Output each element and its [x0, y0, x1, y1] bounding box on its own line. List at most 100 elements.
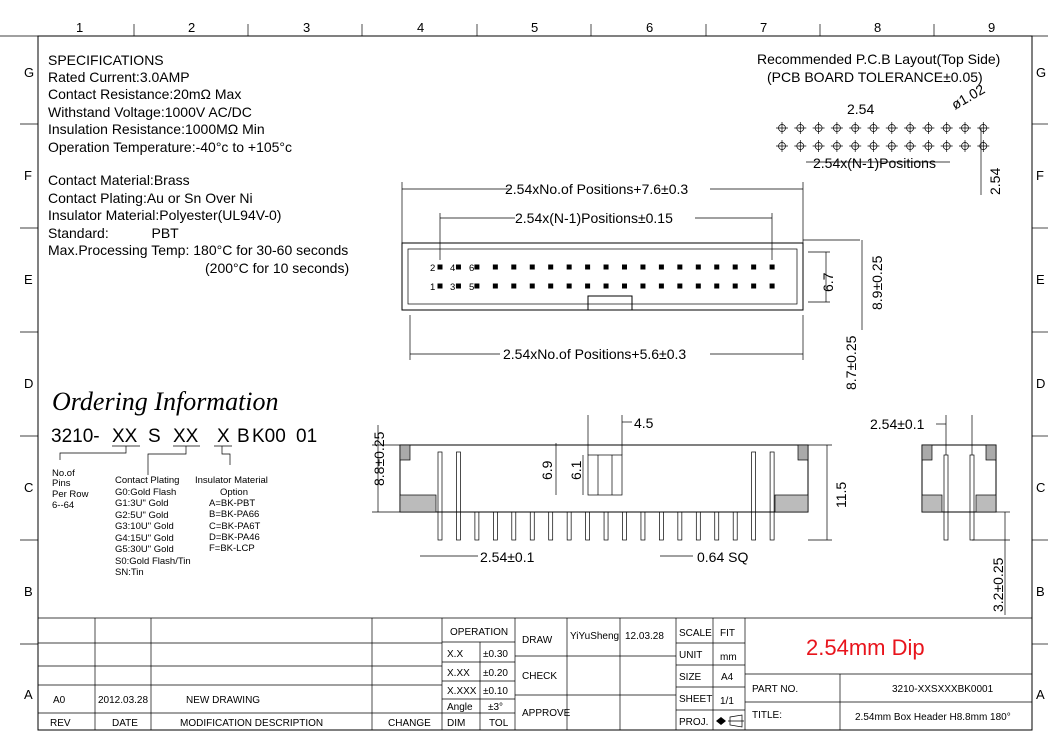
col-label: 3: [303, 20, 310, 35]
draw-date: 12.03.28: [625, 631, 664, 642]
specifications: SPECIFICATIONS Rated Current:3.0AMP Cont…: [48, 52, 349, 276]
pin-tail: [695, 511, 701, 541]
pcb-hole-icon: [794, 140, 807, 152]
pin-square: [548, 264, 554, 270]
pcb-hole-icon: [830, 140, 843, 152]
dim-4-5: 4.5: [634, 415, 654, 431]
pin-square: [677, 264, 683, 270]
pcb-hole-icon: [776, 122, 788, 134]
dim-overall-length: 2.54xNo.of Positions+7.6±0.3: [505, 181, 688, 197]
ordering-information: Ordering Information 3210- XX S XX X B K…: [51, 387, 317, 578]
plating-option: G3:10U" Gold: [115, 521, 174, 532]
row-label: A: [1036, 687, 1045, 702]
tolerance-dim: Angle: [447, 702, 473, 713]
col-label: 4: [417, 20, 424, 35]
plating-option: G0:Gold Flash: [115, 487, 176, 498]
pcb-hole-icon: [830, 122, 843, 134]
row-label: E: [1036, 272, 1045, 287]
col-label: 7: [760, 20, 767, 35]
pin-square: [751, 283, 757, 289]
pin-square: [640, 283, 646, 289]
title-value: 2.54mm Box Header H8.8mm 180°: [855, 712, 1011, 723]
row-label: A: [24, 687, 33, 702]
pcb-hole-icon: [922, 140, 935, 152]
pin-square: [603, 283, 609, 289]
row-label: E: [24, 272, 33, 287]
pcb-tolerance: (PCB BOARD TOLERANCE±0.05): [767, 69, 983, 85]
pin-square: [437, 283, 443, 289]
pin-tail: [585, 511, 590, 541]
pcb-hole-icon: [867, 122, 880, 134]
rev-header: REV: [50, 718, 71, 729]
material-line: Standard: PBT: [48, 225, 179, 241]
desc-header: MODIFICATION DESCRIPTION: [180, 718, 323, 729]
pin-square: [769, 283, 775, 289]
col-label: 9: [988, 20, 995, 35]
pcb-hole-icon: [977, 122, 990, 134]
pcb-hole-icon: [904, 140, 917, 152]
pin-tail: [529, 511, 535, 541]
spec-line: Operation Temperature:-40°c to +105°c: [48, 139, 292, 155]
pin-square: [585, 264, 591, 270]
side-view: 2.54±0.1 3.2±0.25: [870, 415, 1010, 615]
pcb-hole: ø1.02: [949, 81, 988, 113]
pcb-hole-icon: [812, 140, 825, 152]
pcb-hole-icon: [885, 122, 898, 134]
pin-tail: [714, 511, 720, 541]
pcb-hole-icon: [940, 122, 953, 134]
scale-label: SCALE: [679, 628, 712, 639]
tolerance-dim: X.XX: [447, 668, 470, 679]
title-label: TITLE:: [752, 710, 782, 721]
pin-tail: [548, 511, 554, 541]
dim-pin-span: 2.54x(N-1)Positions±0.15: [515, 210, 673, 226]
row-label: C: [1036, 480, 1045, 495]
approve-label: APPROVE: [522, 708, 571, 719]
operation-label: OPERATION: [450, 627, 508, 638]
pin-tail: [622, 511, 627, 541]
spec-line: Contact Resistance:20mΩ Max: [48, 86, 241, 102]
pin-square: [566, 283, 572, 289]
plating-option: G5:30U" Gold: [115, 544, 174, 555]
dim-pin-square: 0.64 SQ: [697, 549, 748, 565]
code-part: S: [148, 426, 161, 447]
pcb-hole-icon: [794, 122, 807, 134]
col-label: 6: [646, 20, 653, 35]
pin-tail: [659, 511, 664, 541]
material-line: Insulator Material:Polyester(UL94V-0): [48, 207, 281, 223]
pin-tail: [474, 511, 480, 541]
dim-front-pitch: 2.54±0.1: [480, 549, 535, 565]
pin-tail: [603, 511, 609, 541]
tolerance-value: ±0.30: [483, 649, 508, 660]
tolerance-dim: X.X: [447, 649, 463, 660]
col-label: 5: [531, 20, 538, 35]
pin: [751, 451, 757, 541]
unit-value: mm: [720, 652, 737, 663]
pin-tail: [640, 511, 646, 541]
spec-line: Insulation Resistance:1000MΩ Min: [48, 121, 265, 137]
pin-tail: [732, 511, 738, 541]
pin-square: [511, 264, 517, 270]
sheet-label: SHEET: [679, 694, 712, 705]
draw-label: DRAW: [522, 635, 553, 646]
tol-header: TOL: [489, 718, 509, 729]
pins-label: 6--64: [52, 500, 74, 511]
pin-square: [548, 283, 554, 289]
pin-label: 5: [469, 282, 474, 293]
pin-square: [658, 264, 664, 270]
pin-label: 2: [430, 263, 435, 274]
unit-label: UNIT: [679, 650, 702, 661]
plating-label: Contact Plating: [115, 475, 179, 486]
pcb-hole-icon: [812, 122, 825, 134]
drawer-name: YiYuSheng: [570, 631, 619, 642]
pin-square: [529, 283, 535, 289]
pcb-hole-icon: [867, 140, 880, 152]
code-part: B: [237, 426, 250, 447]
pin-square: [529, 264, 535, 270]
sheet-value: 1/1: [720, 696, 734, 707]
dim-side-height: 8.7±0.25: [843, 335, 859, 390]
row-label: G: [24, 65, 34, 80]
material-line: Max.Processing Temp: 180°C for 30-60 sec…: [48, 242, 348, 258]
plating-option: G1:3U" Gold: [115, 498, 169, 509]
pcb-pitch: 2.54: [847, 101, 874, 117]
top-view: 2.54xNo.of Positions+7.6±0.3 2.54x(N-1)P…: [401, 180, 885, 390]
